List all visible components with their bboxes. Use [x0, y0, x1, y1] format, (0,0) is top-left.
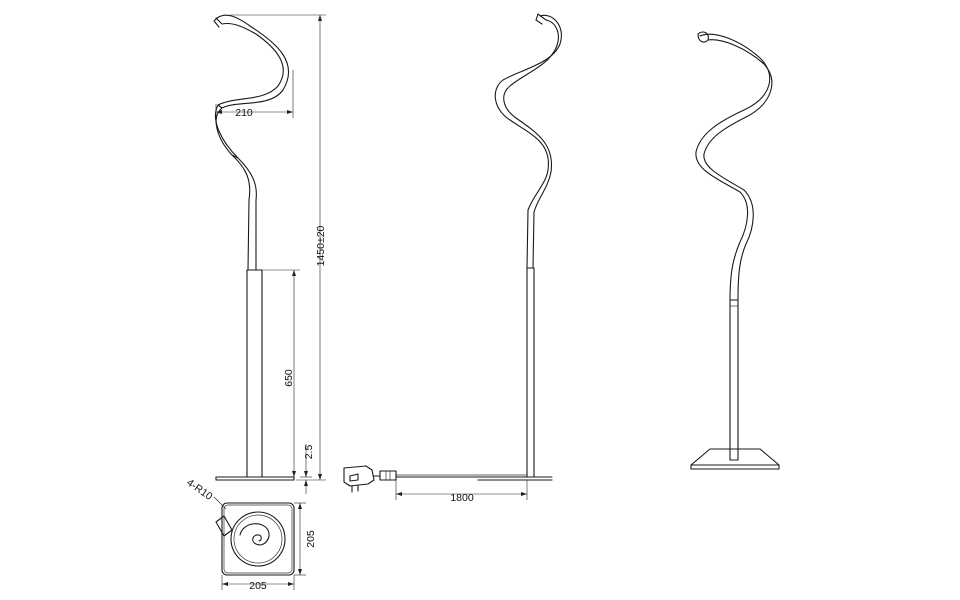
- power-adapter: [343, 465, 375, 487]
- front-view: 210 1450±20 650 2.5: [213, 14, 327, 494]
- perspective-view: [690, 31, 780, 470]
- front-lower-pole: [246, 269, 263, 478]
- persp-lower-pole: [729, 299, 739, 461]
- dim-plate-thickness: 2.5: [303, 445, 315, 460]
- dim-base-depth: 205: [305, 530, 317, 548]
- side-lower-pole: [526, 267, 535, 478]
- top-base-plate: [221, 502, 295, 576]
- dim-pole-height: 650: [283, 369, 295, 387]
- top-view: 4-R10 205 205: [184, 477, 317, 592]
- front-spiral-inner: [214, 22, 284, 271]
- front-base-plate: [215, 476, 295, 481]
- side-spiral-inner: [503, 19, 559, 269]
- top-spiral-curl: [239, 523, 270, 546]
- inline-switch: [379, 470, 397, 481]
- front-spiral-outline: [215, 14, 290, 271]
- persp-base-plate: [690, 448, 780, 466]
- top-spiral-outer: [230, 511, 286, 567]
- persp-spiral-outline: [695, 33, 771, 301]
- dim-spiral-width: 210: [235, 107, 253, 119]
- side-spiral-outline: [494, 14, 562, 269]
- dim-base-width: 205: [249, 580, 267, 592]
- dim-total-height: 1450±20: [315, 225, 327, 266]
- dim-corner-radius: 4-R10: [184, 477, 214, 503]
- side-view: 1800: [343, 13, 562, 504]
- persp-spiral-inner: [703, 39, 773, 301]
- dim-cable-length: 1800: [450, 492, 474, 504]
